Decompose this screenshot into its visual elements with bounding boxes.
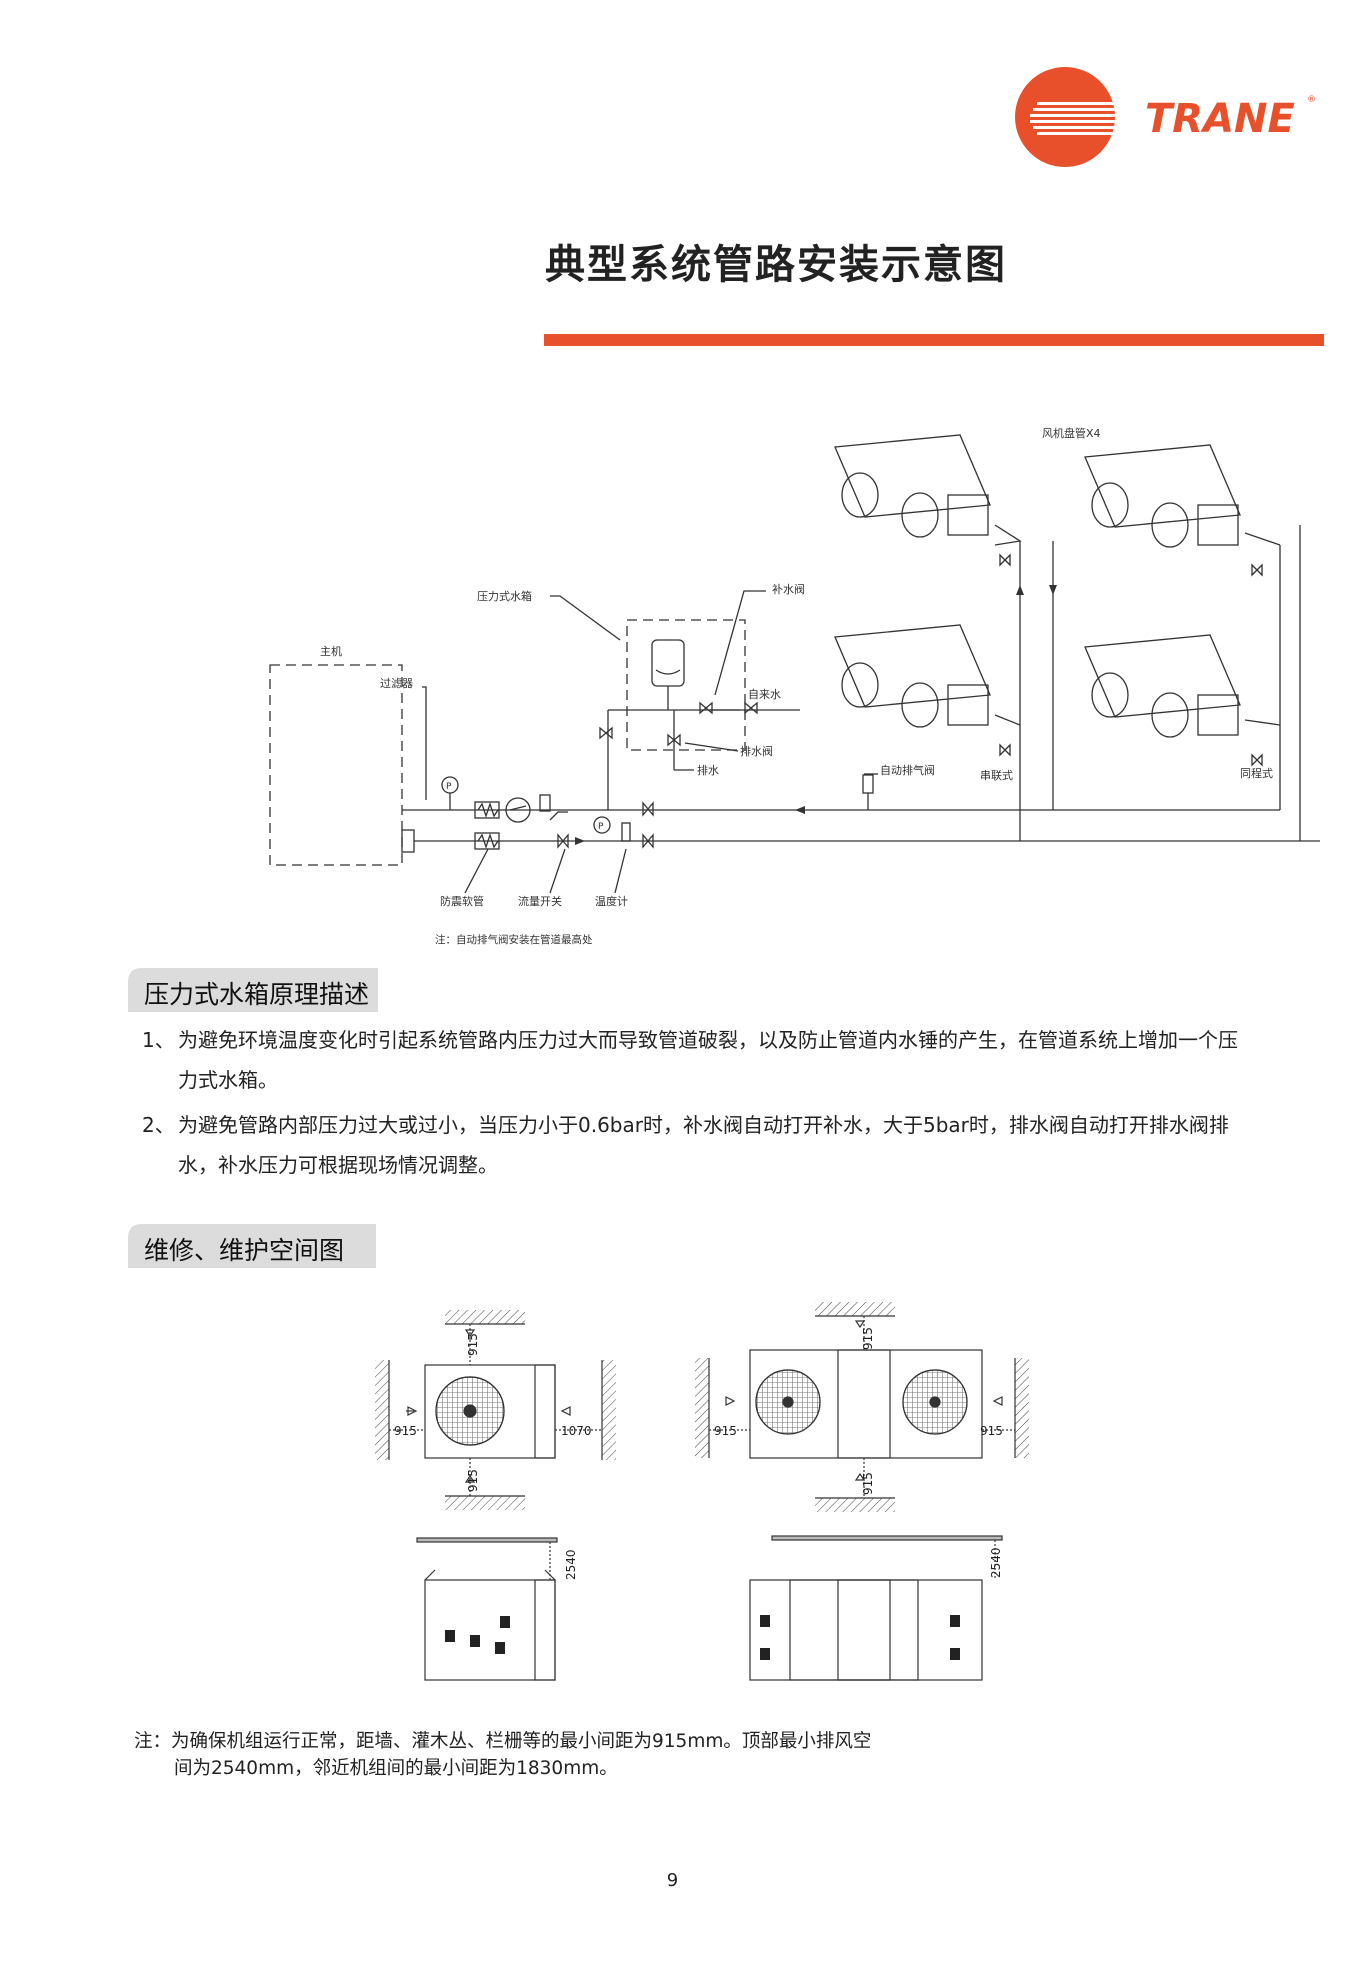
svg-text:915: 915 — [714, 1424, 737, 1438]
host-connector — [401, 829, 415, 853]
svg-text:排水: 排水 — [697, 763, 719, 777]
logo-wordmark: TRANE — [1145, 96, 1295, 142]
svg-text:同程式: 同程式 — [1240, 767, 1273, 780]
section-heading-pressure-tank: 压力式水箱原理描述 — [128, 968, 378, 1012]
svg-text:主机: 主机 — [320, 644, 342, 658]
svg-text:流量开关: 流量开关 — [518, 894, 562, 908]
svg-text:®: ® — [1307, 95, 1315, 105]
paragraph-2: 2、为避免管路内部压力过大或过小，当压力小于0.6bar时，补水阀自动打开补水，… — [142, 1113, 1229, 1177]
soft-joint-icon — [474, 801, 500, 819]
drain-valve-icon — [667, 733, 681, 747]
svg-text:915: 915 — [466, 1469, 480, 1492]
page-title: 典型系统管路安装示意图 — [545, 242, 1007, 288]
svg-text:P: P — [446, 782, 452, 792]
svg-text:风机盘管X4: 风机盘管X4 — [1042, 426, 1101, 440]
title-accent-bar — [544, 334, 1324, 346]
pump-icon — [505, 797, 531, 823]
svg-text:1070: 1070 — [561, 1424, 592, 1438]
piping-diagram: 主机 P 过滤器 P 压力式水箱 — [260, 425, 1320, 955]
svg-text:P: P — [598, 822, 604, 832]
valve-icon-2 — [599, 726, 613, 740]
page-number: 9 — [666, 1870, 679, 1891]
valve-icon — [642, 833, 654, 849]
svg-text:注：自动排气阀安装在管道最高处: 注：自动排气阀安装在管道最高处 — [435, 933, 593, 946]
svg-text:压力式水箱: 压力式水箱 — [477, 589, 532, 603]
svg-text:自动排气阀: 自动排气阀 — [880, 763, 935, 777]
svg-text:915: 915 — [466, 1333, 480, 1356]
check-valve-icon — [557, 833, 569, 849]
fan-coil-unit — [834, 624, 1021, 757]
clearance-note: 注：为确保机组运行正常，距墙、灌木丛、栏栅等的最小间距为915mm。顶部最小排风… — [134, 1731, 872, 1779]
fan-coil-unit — [1084, 444, 1281, 577]
svg-text:温度计: 温度计 — [595, 894, 628, 908]
makeup-valve-icon — [699, 701, 713, 715]
svg-text:自来水: 自来水 — [748, 688, 781, 701]
svg-text:2540: 2540 — [564, 1549, 578, 1580]
svg-text:防震软管: 防震软管 — [440, 894, 484, 908]
thermometer-icon — [621, 822, 631, 842]
fan-coil-unit — [834, 434, 1022, 567]
right-unit-elevation: 2540 — [749, 1535, 1003, 1681]
svg-text:排水阀: 排水阀 — [740, 744, 773, 758]
soft-joint-icon-2 — [474, 832, 500, 850]
svg-text:915: 915 — [861, 1472, 875, 1495]
section-heading-maintenance-space: 维修、维护空间图 — [128, 1224, 376, 1268]
host-outline — [269, 664, 403, 866]
svg-text:2540: 2540 — [989, 1547, 1003, 1578]
svg-text:过滤器: 过滤器 — [380, 677, 413, 690]
left-unit-plan: 915 915 915 1070 — [375, 1310, 616, 1510]
svg-text:915: 915 — [861, 1327, 875, 1350]
right-unit-plan: 915 915 915 915 — [695, 1302, 1029, 1512]
filter-icon — [539, 794, 551, 812]
left-unit-elevation: 2540 — [416, 1537, 578, 1681]
trane-logo: TRANE ® — [1015, 62, 1316, 172]
svg-text:补水阀: 补水阀 — [772, 582, 805, 596]
clearance-diagram: 915 915 915 1070 — [360, 1290, 1040, 1710]
fan-coil-unit — [1084, 634, 1281, 767]
pressure-tank-icon — [651, 639, 685, 687]
svg-text:915: 915 — [980, 1424, 1003, 1438]
svg-text:915: 915 — [394, 1424, 417, 1438]
auto-air-vent-icon — [862, 774, 874, 794]
paragraph-1: 1、为避免环境温度变化时引起系统管路内压力过大而导致管道破裂，以及防止管道内水锤… — [142, 1028, 1238, 1092]
pressure-tank-box — [626, 619, 746, 751]
svg-text:串联式: 串联式 — [980, 769, 1013, 782]
